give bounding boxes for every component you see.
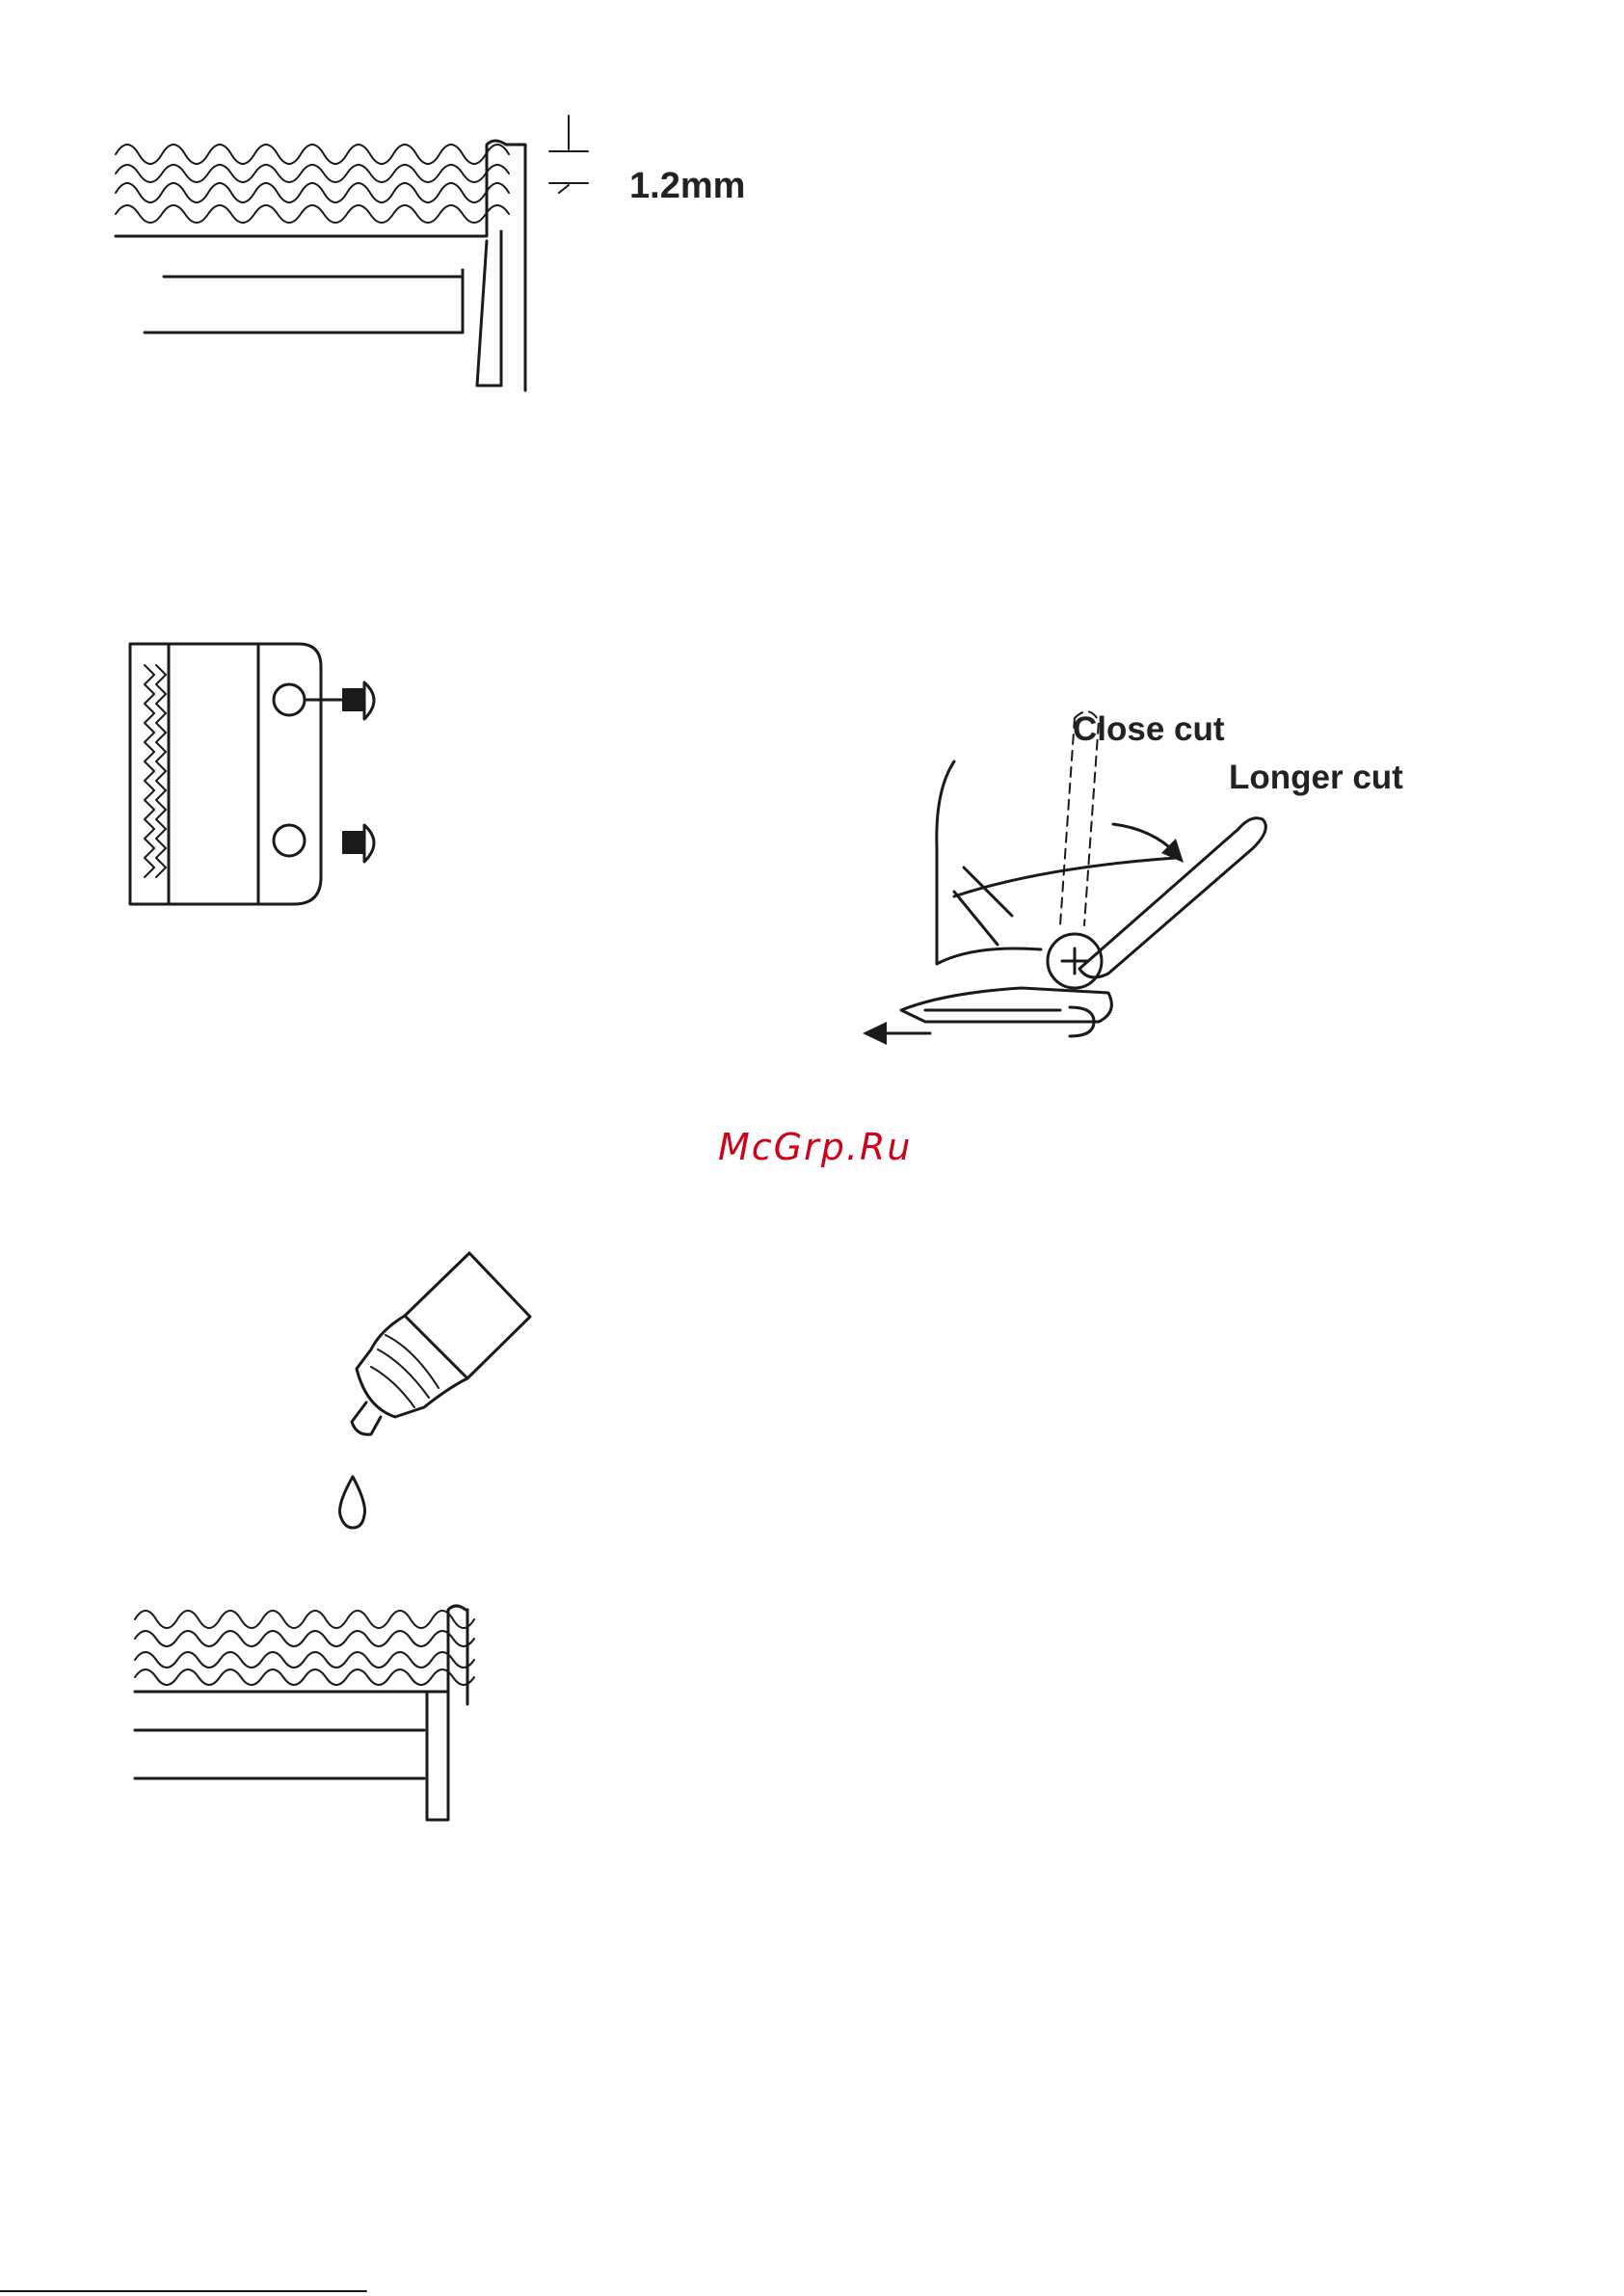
blade-zigzag-edge bbox=[145, 665, 166, 877]
oil-drop bbox=[340, 1477, 365, 1528]
blade-screws-diagram bbox=[130, 644, 374, 904]
screw-hole-lower bbox=[274, 825, 305, 856]
screw-hole-upper bbox=[274, 684, 305, 715]
pivot-screw-cross bbox=[1062, 948, 1087, 974]
oil-bottle-neck bbox=[357, 1316, 467, 1417]
blade-assembly bbox=[901, 988, 1111, 1036]
blade-body-top bbox=[116, 141, 525, 390]
cut-length-lever-diagram: Close cut Longer cut bbox=[863, 710, 1403, 1045]
measurement-indicator bbox=[549, 116, 588, 193]
blade-alignment-diagram-bottom bbox=[135, 1606, 474, 1820]
blade-alignment-diagram-top: 1.2mm bbox=[116, 116, 745, 390]
blade-teeth-top-rows bbox=[116, 165, 509, 223]
oil-bottle-body bbox=[405, 1253, 530, 1378]
direction-arrowhead bbox=[863, 1022, 887, 1045]
blade-teeth-top bbox=[116, 145, 509, 202]
screw-upper-head bbox=[364, 682, 374, 719]
oil-bottle-diagram bbox=[340, 1253, 530, 1528]
watermark-text: McGrp.Ru bbox=[718, 1126, 912, 1168]
screw-lower-head bbox=[364, 825, 374, 862]
blade-teeth-bottom bbox=[135, 1611, 474, 1685]
oil-bottle-threads bbox=[371, 1335, 439, 1407]
longer-cut-label: Longer cut bbox=[1229, 759, 1403, 796]
screw-upper-body bbox=[342, 688, 363, 711]
blade-body-bottom bbox=[135, 1606, 467, 1820]
measurement-label: 1.2mm bbox=[629, 166, 745, 206]
screw-lower-body bbox=[342, 831, 363, 854]
clipper-body bbox=[937, 761, 1176, 964]
close-cut-label: Close cut bbox=[1073, 710, 1225, 748]
